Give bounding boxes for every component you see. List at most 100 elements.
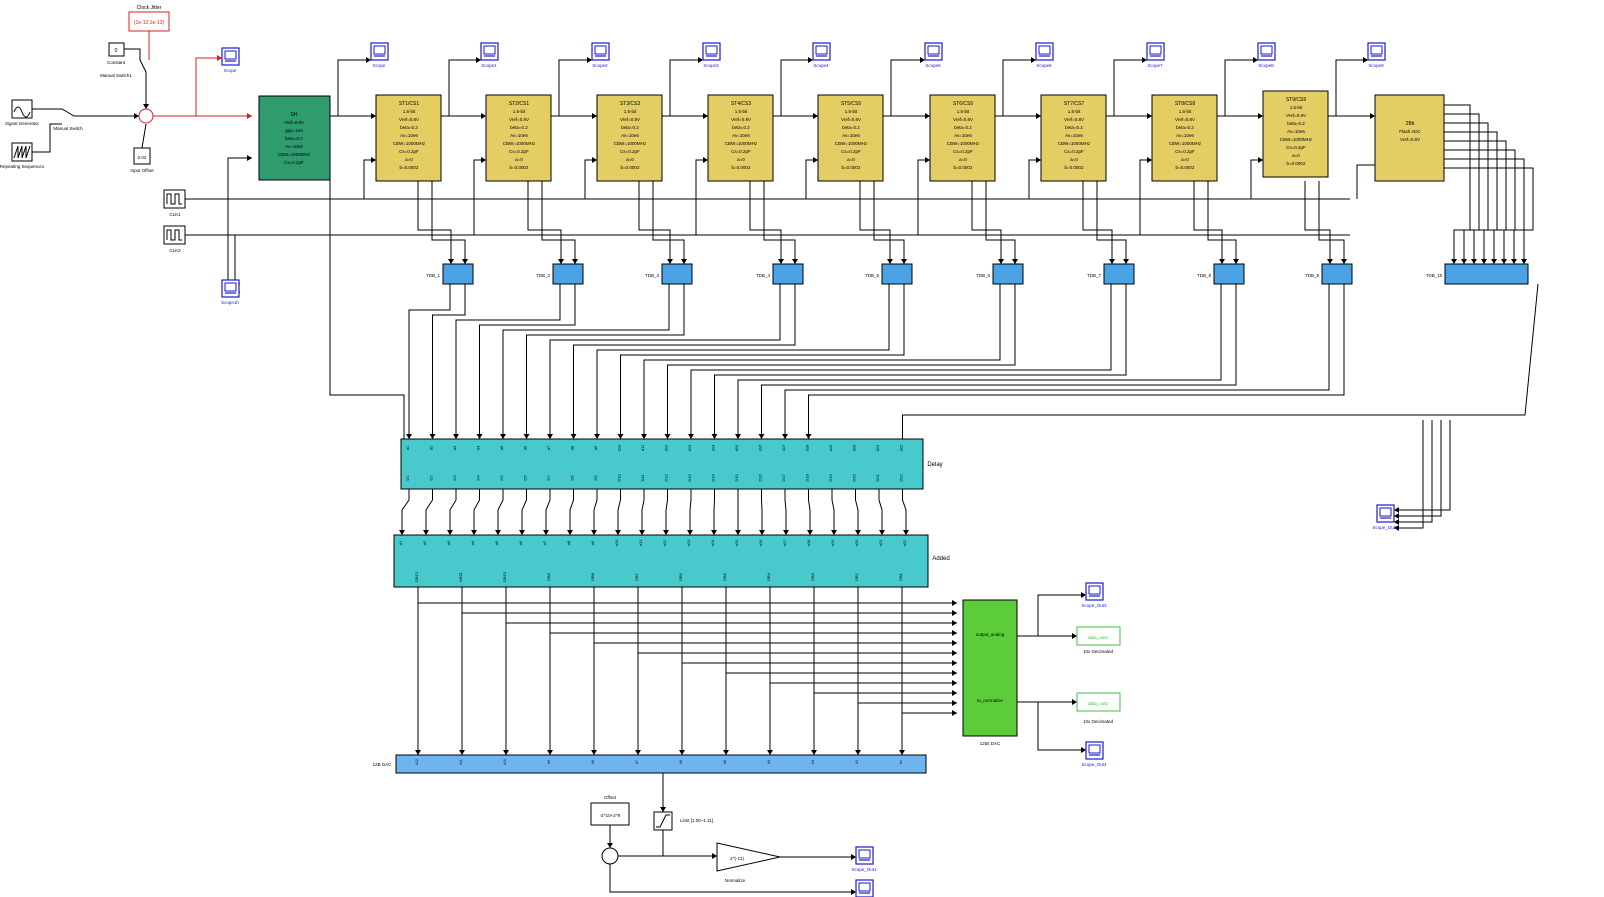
added-in-port: a22 <box>902 539 907 546</box>
delay-block[interactable] <box>400 438 924 490</box>
pipeline-stage-4[interactable] <box>707 94 774 182</box>
wire <box>763 181 796 264</box>
wire <box>1328 59 1368 117</box>
wire <box>1444 167 1534 264</box>
wire-arrow <box>831 530 837 535</box>
tdl-block-1[interactable] <box>442 263 474 285</box>
tdl-block-9[interactable] <box>1321 263 1353 285</box>
tdl-block-5[interactable] <box>881 263 913 285</box>
scope-stage-6[interactable] <box>924 42 943 61</box>
delay-in-port: d12 <box>664 444 669 451</box>
signal-generator-block[interactable] <box>11 99 33 119</box>
wire <box>417 181 452 264</box>
rate-out2-label: data_out2 <box>1088 701 1109 706</box>
wire <box>431 181 466 264</box>
gain-block[interactable] <box>716 842 781 872</box>
scope-stage-10[interactable] <box>1367 42 1386 61</box>
pipeline-stage-9[interactable] <box>1262 90 1329 178</box>
bit-port: DB11 <box>458 571 463 581</box>
sum-junction-2[interactable] <box>601 847 619 865</box>
sum-junction[interactable] <box>138 108 154 124</box>
dac-in-port: b11 <box>459 759 463 765</box>
stage-param: Av=10e6 <box>400 133 418 138</box>
rate-out1-block[interactable] <box>1076 626 1121 646</box>
wire-arrow <box>447 530 453 535</box>
scope-stage-7[interactable] <box>1035 42 1054 61</box>
scope-sh[interactable] <box>221 279 240 298</box>
wire-arrow <box>523 434 530 439</box>
dac-block[interactable] <box>395 754 927 774</box>
delay-out-port: D15 <box>734 474 739 482</box>
stage-param: CBW=1000MHz <box>614 141 647 146</box>
pipeline-stage-8[interactable] <box>1151 94 1218 182</box>
constant-block[interactable] <box>108 42 125 57</box>
tdl-block-3[interactable] <box>661 263 693 285</box>
pipeline-stage-6[interactable] <box>929 94 996 182</box>
added-in-port: a14 <box>710 539 715 546</box>
tdl-label: TDB_5 <box>865 273 880 278</box>
dac-in-port: b8 <box>591 760 595 764</box>
scope-out-right[interactable] <box>1376 504 1395 523</box>
clock-jitter-block[interactable] <box>128 11 170 32</box>
wire <box>408 284 451 439</box>
digital-dac-block[interactable] <box>962 599 1018 737</box>
pipeline-stage-5[interactable] <box>817 94 884 182</box>
tdl-flash[interactable] <box>1444 263 1529 285</box>
scope-stage-4[interactable] <box>702 42 721 61</box>
scope-stage-2[interactable] <box>480 42 499 61</box>
tdl-block-4[interactable] <box>772 263 804 285</box>
input-offset-block[interactable] <box>133 147 151 165</box>
wire-arrow <box>399 530 405 535</box>
tdl-block-6[interactable] <box>992 263 1024 285</box>
tdl-block-7[interactable] <box>1103 263 1135 285</box>
pipeline-stage-7[interactable] <box>1040 94 1107 182</box>
tdl-label: TDB_9 <box>1305 273 1320 278</box>
offset-block[interactable] <box>590 802 630 826</box>
sample-hold-block[interactable] <box>258 95 331 181</box>
added-in-port: a17 <box>782 539 787 546</box>
dac-port-2: to_normalize <box>977 698 1003 703</box>
pipeline-stage-2[interactable] <box>485 94 552 182</box>
clk1-block-label: CLK1 <box>169 212 181 217</box>
scope-out1[interactable] <box>855 846 874 865</box>
wire <box>831 489 835 535</box>
scope-input[interactable] <box>221 47 240 66</box>
wire <box>473 159 486 235</box>
added-block[interactable] <box>393 534 929 588</box>
tdl-block-2[interactable] <box>552 263 584 285</box>
wire-arrow <box>1109 259 1115 264</box>
scope-out4[interactable] <box>1085 741 1104 760</box>
scope-out2[interactable] <box>855 879 874 897</box>
scope-stage-3[interactable] <box>591 42 610 61</box>
added-in-port: a3 <box>446 540 451 545</box>
flash-adc-block[interactable] <box>1374 94 1445 182</box>
wire-arrow <box>952 610 957 616</box>
wire <box>449 489 457 535</box>
scope-stage-5[interactable] <box>812 42 831 61</box>
wire-arrow <box>767 750 773 755</box>
wire <box>737 284 1222 439</box>
wire-arrow <box>807 530 813 535</box>
pipeline-stage-1[interactable] <box>375 94 442 182</box>
scope-screen-icon <box>858 849 871 859</box>
stage-param: Cs=0.2pF <box>731 149 751 154</box>
stage-sub: 1.5-bit <box>403 109 416 114</box>
delay-out-port: D3 <box>452 475 457 481</box>
pipeline-stage-3[interactable] <box>596 94 663 182</box>
tdl-block-8[interactable] <box>1213 263 1245 285</box>
tdl-label: TDB_4 <box>756 273 771 278</box>
scope-stage-8[interactable] <box>1146 42 1165 61</box>
wire <box>1394 420 1424 529</box>
delay-in-port: d14 <box>711 444 716 451</box>
scope-label: Scope1h <box>221 300 239 305</box>
scope-screen-icon <box>1149 45 1162 55</box>
stage-param: beta=0.2 <box>1287 121 1305 126</box>
scope-stage-1[interactable] <box>370 42 389 61</box>
stage-title: ST2/CS1 <box>509 101 530 107</box>
bit-port: DB4 <box>766 572 771 581</box>
rate-out2-block[interactable] <box>1076 692 1121 712</box>
scope-out3[interactable] <box>1085 582 1104 601</box>
delay-out-port: D1 <box>405 475 410 481</box>
sh-title: SH <box>291 112 298 118</box>
scope-stage-9[interactable] <box>1257 42 1276 61</box>
